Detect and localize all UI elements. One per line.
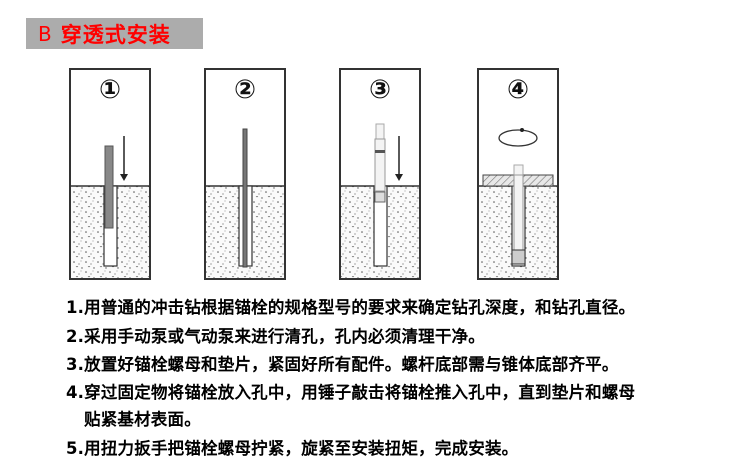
instruction-step: 1.用普通的冲击钻根据锚栓的规格型号的要求来确定钻孔深度，和钻孔直径。 xyxy=(66,298,636,317)
section-letter: B xyxy=(38,21,52,46)
down-arrow-head xyxy=(395,174,403,181)
instruction-step: 4.穿过固定物将锚栓放入孔中，用锤子敲击将锚栓推入孔中，直到垫片和螺母 xyxy=(66,383,636,402)
panel-frame xyxy=(204,68,286,280)
panel-2: ② xyxy=(204,68,286,280)
step-number: ② xyxy=(234,75,256,105)
rotation-arrow-head xyxy=(520,128,524,132)
panel-frame xyxy=(477,68,559,280)
sleeve-icon xyxy=(374,191,386,203)
section-title-text: 穿透式安装 xyxy=(60,22,171,47)
nut-icon xyxy=(513,164,524,176)
bolt-nut-icon xyxy=(375,123,385,140)
drill-bit-icon xyxy=(104,145,114,229)
instruction-step: 2.采用手动泵或气动泵来进行清孔，孔内必须清理干净。 xyxy=(66,327,485,346)
instruction-step: 3.放置好锚栓螺母和垫片，紧固好所有配件。螺杆底部需与锥体底部齐平。 xyxy=(66,355,619,374)
cleaning-rod-icon xyxy=(242,128,248,268)
panel-1: ① xyxy=(69,68,151,280)
washer-icon xyxy=(375,150,385,153)
anchor-bolt-icon xyxy=(513,174,524,254)
instruction-step: 贴紧基材表面。 xyxy=(84,410,201,429)
section-title: B 穿透式安装 xyxy=(26,18,203,49)
down-arrow-head xyxy=(120,174,128,181)
panel-4: ④ xyxy=(477,68,559,280)
expansion-cone-icon xyxy=(511,249,526,265)
panel-3: ③ xyxy=(339,68,421,280)
step-number: ④ xyxy=(507,75,529,105)
step-number: ① xyxy=(99,75,121,105)
step-number: ③ xyxy=(369,75,391,105)
instruction-step: 5.用扭力扳手把锚栓螺母拧紧，旋紧至安装扭矩，完成安装。 xyxy=(66,439,519,458)
panel-frame xyxy=(339,68,421,280)
anchor-bolt-icon xyxy=(374,138,386,192)
rotation-arrow-icon xyxy=(498,129,538,147)
panel-frame xyxy=(69,68,151,280)
installation-diagram: ① ② ③ ④ xyxy=(69,68,559,280)
